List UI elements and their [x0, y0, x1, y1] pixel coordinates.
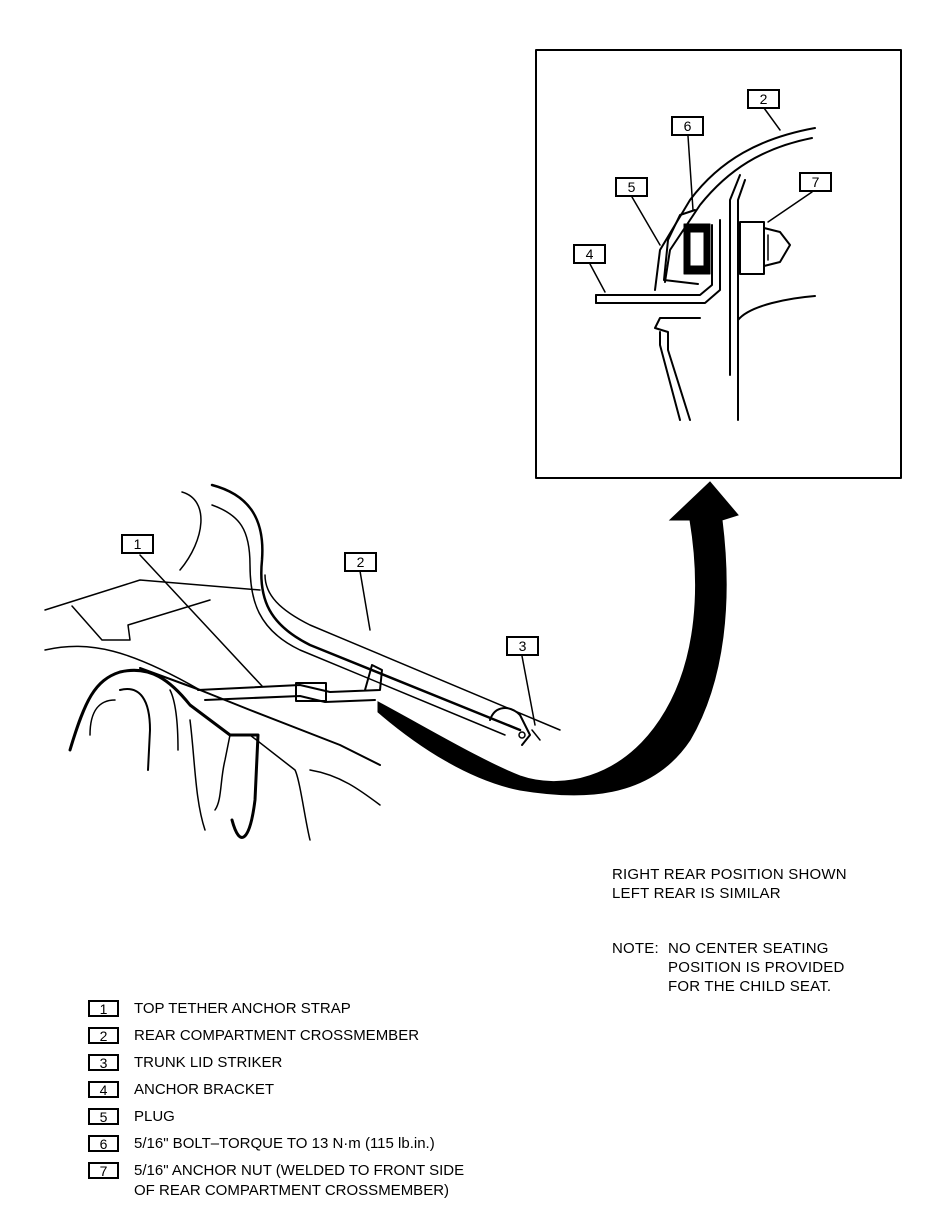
- legend-item: 6 5/16" BOLT–TORQUE TO 13 N·m (115 lb.in…: [88, 1134, 464, 1161]
- legend: 1 TOP TETHER ANCHOR STRAP 2 REAR COMPART…: [88, 999, 464, 1205]
- legend-number: 6: [88, 1135, 119, 1152]
- legend-number: 7: [88, 1162, 119, 1179]
- detail-callout-2: 2: [760, 91, 768, 107]
- legend-label: TOP TETHER ANCHOR STRAP: [134, 1000, 351, 1017]
- legend-label: TRUNK LID STRIKER: [134, 1054, 283, 1071]
- detail-nut: [739, 221, 765, 275]
- legend-item: 4 ANCHOR BRACKET: [88, 1080, 464, 1107]
- legend-item: 3 TRUNK LID STRIKER: [88, 1053, 464, 1080]
- callout-3: 3: [519, 638, 527, 654]
- legend-label: 5/16" ANCHOR NUT (WELDED TO FRONT SIDE O…: [134, 1162, 465, 1199]
- callout-2: 2: [357, 554, 365, 570]
- seat-back: [68, 668, 260, 839]
- tether-strap: [197, 664, 383, 693]
- legend-item: 2 REAR COMPARTMENT CROSSMEMBER: [88, 1026, 464, 1053]
- center-seat-note: NOTE: NO CENTER SEATING POSITION IS PROV…: [612, 940, 845, 995]
- legend-label: 5/16" BOLT–TORQUE TO 13 N·m (115 lb.in.): [134, 1135, 435, 1152]
- legend-number: 3: [88, 1054, 119, 1071]
- note-label: NOTE:: [612, 940, 659, 957]
- legend-number: 2: [88, 1027, 119, 1044]
- legend-label: REAR COMPARTMENT CROSSMEMBER: [134, 1027, 420, 1044]
- position-note: RIGHT REAR POSITION SHOWN LEFT REAR IS S…: [612, 866, 847, 902]
- callout-1: 1: [134, 536, 142, 552]
- legend-number: 5: [88, 1108, 119, 1125]
- detail-callout-6: 6: [684, 118, 692, 134]
- detail-anchor-bracket: [595, 224, 713, 296]
- legend-number: 1: [88, 1000, 119, 1017]
- detail-callout-5: 5: [628, 179, 636, 195]
- detail-arrow: [377, 481, 739, 796]
- trunk-lid-striker: [489, 707, 531, 746]
- legend-label: PLUG: [134, 1108, 175, 1125]
- legend-label: ANCHOR BRACKET: [134, 1081, 275, 1098]
- legend-item: 7 5/16" ANCHOR NUT (WELDED TO FRONT SIDE…: [88, 1161, 464, 1205]
- detail-plug: [663, 209, 699, 285]
- legend-item: 5 PLUG: [88, 1107, 464, 1134]
- overview-crossmember: [210, 483, 522, 732]
- detail-callout-7: 7: [812, 174, 820, 190]
- detail-crossmember: [654, 127, 816, 291]
- detail-callout-4: 4: [586, 246, 594, 262]
- legend-item: 1 TOP TETHER ANCHOR STRAP: [88, 999, 464, 1026]
- legend-number: 4: [88, 1081, 119, 1098]
- detail-frame: [535, 49, 902, 479]
